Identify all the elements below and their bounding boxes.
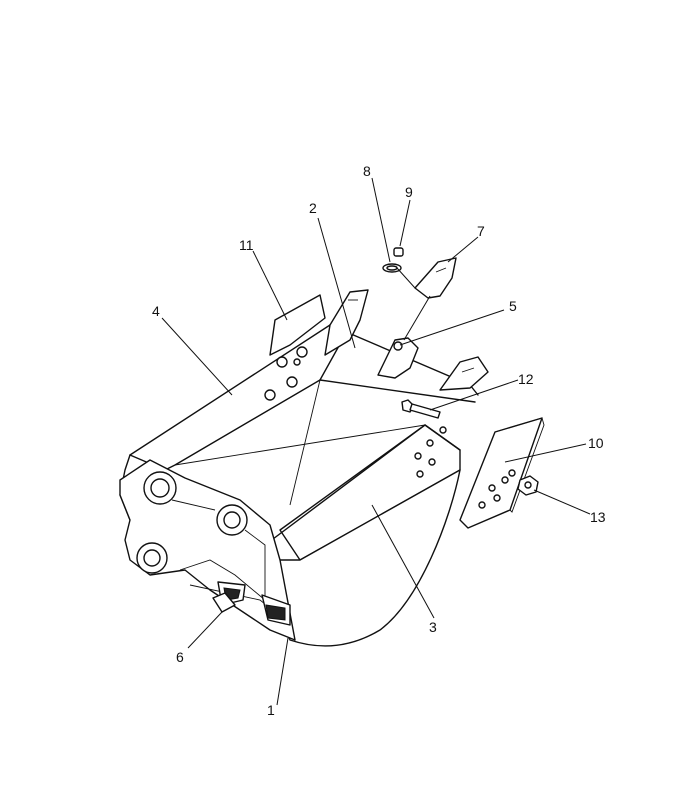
leader-lines: [161, 177, 591, 706]
tooth-point-7: [414, 257, 457, 299]
side-plate-left: [129, 324, 346, 471]
boss-plate: [212, 592, 236, 613]
bucket-assembly: [119, 289, 489, 647]
pin-boss-upper-left: [143, 471, 177, 505]
nut-13: [517, 475, 539, 496]
adapter-left: [324, 289, 369, 356]
wear-plate-11: [269, 294, 326, 356]
lock-8: [382, 263, 402, 273]
pin-boss-lower: [136, 542, 168, 574]
callout-6: 6: [176, 649, 184, 665]
callout-5: 5: [509, 298, 517, 314]
hinge-bracket: [119, 459, 296, 641]
callout-3: 3: [429, 619, 437, 635]
bucket-shell: [274, 469, 461, 647]
callout-13: 13: [590, 509, 606, 525]
callout-12: 12: [518, 371, 534, 387]
tooth-5: [377, 337, 419, 379]
callout-2: 2: [309, 200, 317, 216]
side-cutter-10: [459, 417, 545, 529]
callout-11: 11: [239, 237, 254, 253]
callout-1: 1: [267, 702, 275, 718]
adapter-right: [439, 356, 489, 391]
callout-4: 4: [152, 303, 160, 319]
pin-9: [393, 247, 404, 257]
callout-7: 7: [477, 223, 485, 239]
callout-9: 9: [405, 184, 413, 200]
pin-boss-upper-right: [216, 504, 248, 536]
callout-10: 10: [588, 435, 604, 451]
callout-8: 8: [363, 163, 371, 179]
